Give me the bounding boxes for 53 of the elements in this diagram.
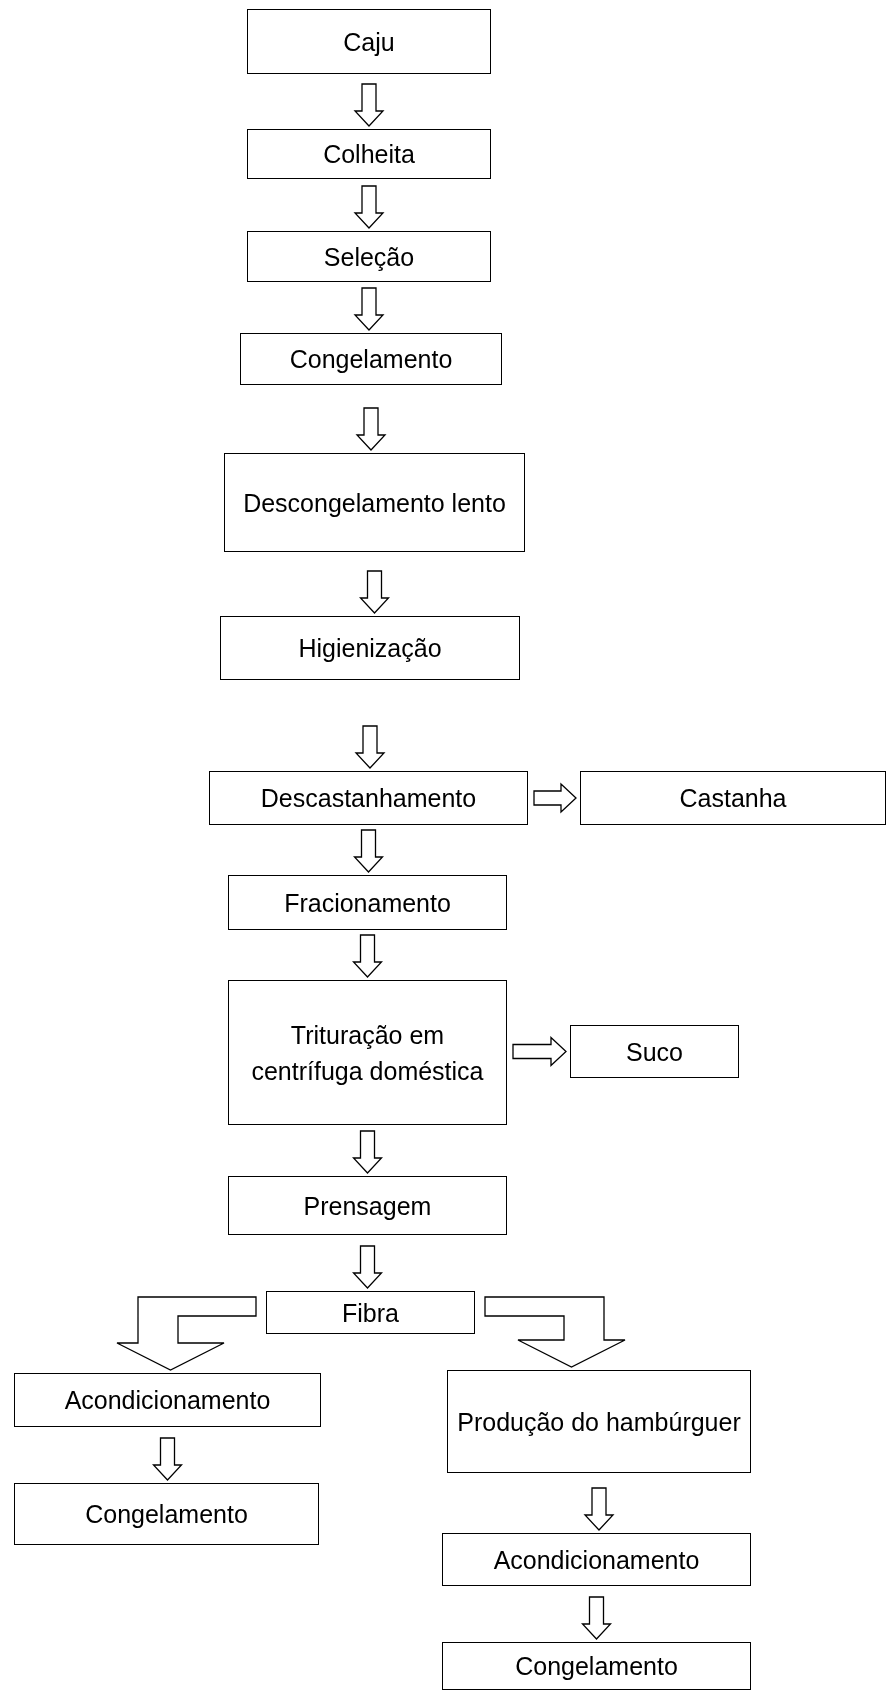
process-box <box>247 231 491 282</box>
box-label: Fracionamento <box>284 887 451 919</box>
block-arrow <box>353 185 385 229</box>
box-label: Congelamento <box>515 1651 678 1682</box>
block-arrow <box>533 782 577 814</box>
block-arrow <box>152 1437 183 1481</box>
process-box <box>247 9 491 74</box>
block-arrow <box>116 1296 257 1371</box>
box-label: Acondicionamento <box>493 1544 700 1576</box>
box-label: Congelamento <box>289 344 453 375</box>
process-box <box>570 1025 739 1078</box>
process-box <box>209 771 528 825</box>
process-box <box>14 1373 321 1427</box>
box-label: Colheita <box>323 139 415 170</box>
box-label: Suco <box>626 1036 683 1068</box>
box-label: Descastanhamento <box>260 783 477 814</box>
block-arrow <box>355 407 387 451</box>
box-label: Descongelamento lento <box>243 487 506 519</box>
box-label: Fibra <box>342 1297 399 1329</box>
block-arrow <box>353 829 384 873</box>
process-box <box>247 129 491 179</box>
process-box <box>442 1642 751 1690</box>
process-box <box>224 453 525 552</box>
block-arrow <box>354 725 386 769</box>
box-label: Trituração em centrífuga doméstica <box>250 1019 485 1087</box>
box-label: Castanha <box>679 783 787 814</box>
block-arrow <box>583 1487 615 1531</box>
block-arrow <box>512 1036 567 1067</box>
box-label: Acondicionamento <box>64 1385 271 1416</box>
block-arrow <box>359 570 390 614</box>
process-box <box>14 1483 319 1545</box>
process-box <box>442 1533 751 1586</box>
process-box <box>220 616 520 680</box>
block-arrow <box>581 1596 612 1640</box>
block-arrow <box>352 934 383 978</box>
box-label: Produção do hambúrguer <box>457 1406 741 1438</box>
process-box <box>580 771 886 825</box>
block-arrow <box>353 287 385 331</box>
process-box <box>240 333 502 385</box>
box-label: Seleção <box>323 241 415 273</box>
process-box <box>228 1176 507 1235</box>
process-box <box>266 1291 475 1334</box>
block-arrow <box>484 1296 626 1368</box>
box-label: Higienização <box>298 633 442 664</box>
box-label: Caju <box>343 26 395 58</box>
process-box <box>447 1370 751 1473</box>
box-label: Prensagem <box>303 1190 432 1222</box>
process-box <box>228 875 507 930</box>
box-label: Congelamento <box>85 1499 248 1530</box>
block-arrow <box>352 1245 383 1289</box>
block-arrow <box>353 83 385 127</box>
block-arrow <box>352 1130 383 1174</box>
process-box <box>228 980 507 1125</box>
